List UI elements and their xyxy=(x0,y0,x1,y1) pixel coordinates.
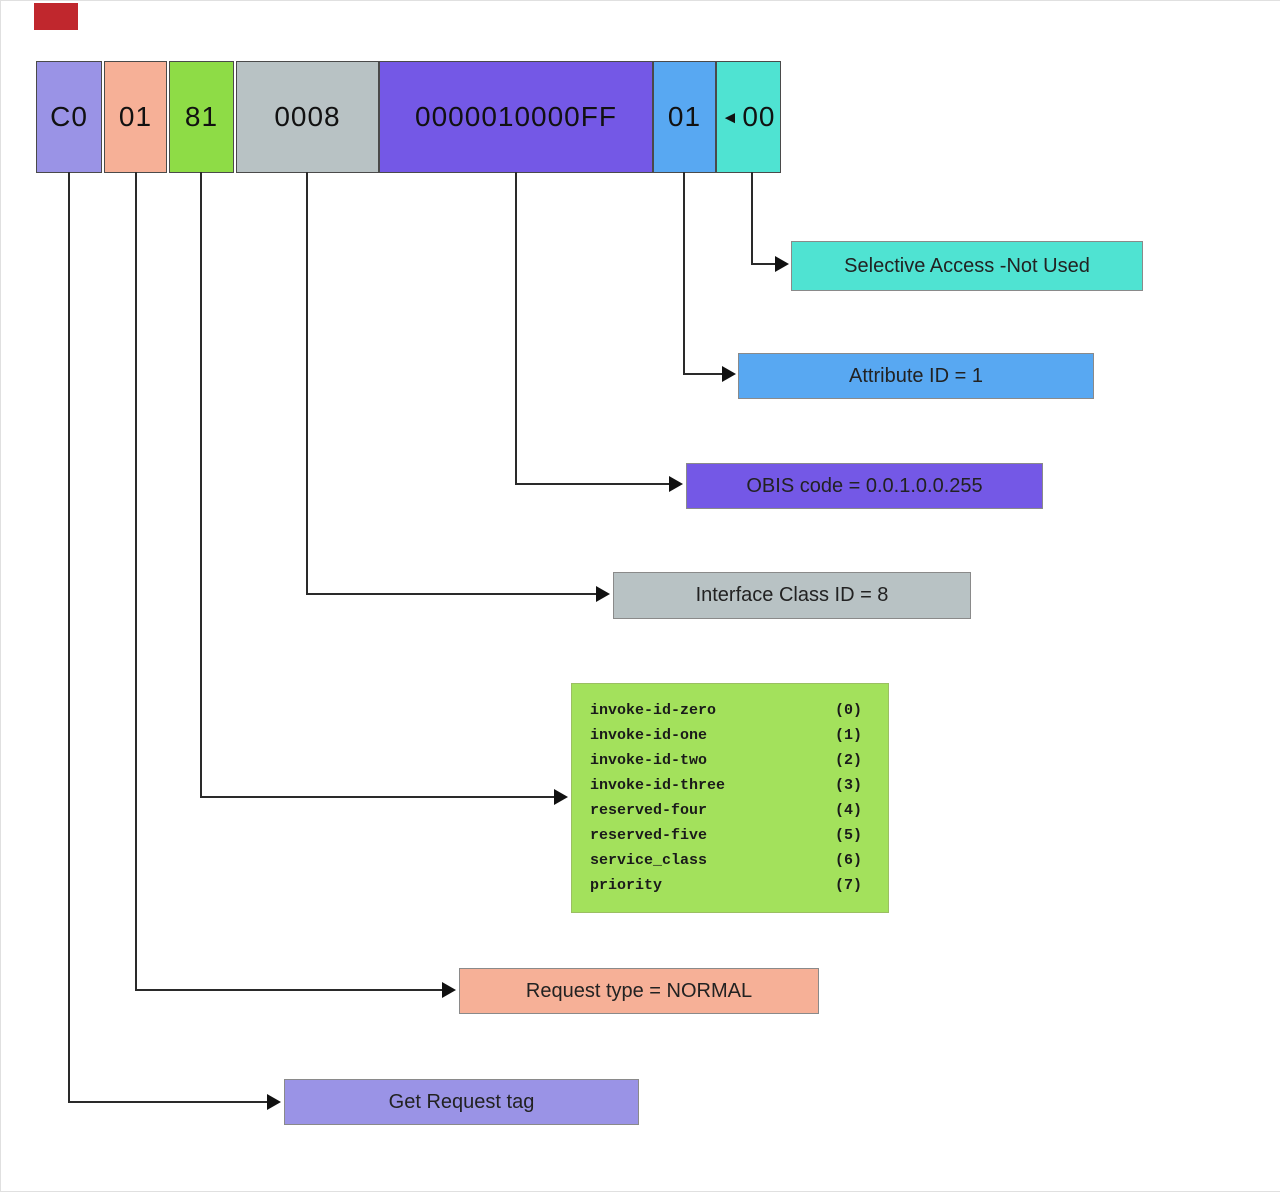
connector-selective-access-hline xyxy=(751,263,779,265)
byte-label: 00 xyxy=(742,101,776,132)
connector-selective-access-vline xyxy=(751,172,753,265)
arrow-left-icon: ◄ xyxy=(721,107,740,127)
arrow-right-icon xyxy=(442,982,456,998)
list-item: invoke-id-one (1) xyxy=(590,723,862,748)
flag-name: invoke-id-one xyxy=(590,727,708,744)
callout-selective-access: Selective Access -Not Used xyxy=(791,241,1143,291)
flag-name: invoke-id-three xyxy=(590,777,726,794)
byte-label: 0008 xyxy=(274,101,341,132)
byte-label: 0000010000FF xyxy=(415,101,617,132)
flag-name: reserved-four xyxy=(590,802,708,819)
connector-request-type-vline xyxy=(135,172,137,991)
arrow-right-icon xyxy=(554,789,568,805)
flag-value: (1) xyxy=(834,727,862,744)
flag-value: (6) xyxy=(834,852,862,869)
list-item: invoke-id-zero (0) xyxy=(590,698,862,723)
arrow-right-icon xyxy=(722,366,736,382)
arrow-right-icon xyxy=(267,1094,281,1110)
byte-label: 01 xyxy=(667,101,702,132)
byte-get-request-tag: C0 xyxy=(36,61,102,173)
byte-interface-class: 0008 xyxy=(236,61,379,173)
flag-value: (7) xyxy=(834,877,862,894)
connector-request-type-hline xyxy=(135,989,446,991)
list-item: invoke-id-two (2) xyxy=(590,748,862,773)
callout-label: Selective Access -Not Used xyxy=(844,254,1090,277)
arrow-right-icon xyxy=(669,476,683,492)
flag-value: (2) xyxy=(834,752,862,769)
flag-name: invoke-id-zero xyxy=(590,702,717,719)
flag-name: invoke-id-two xyxy=(590,752,708,769)
callout-interface-class: Interface Class ID = 8 xyxy=(613,572,971,619)
callout-attribute-id: Attribute ID = 1 xyxy=(738,353,1094,399)
connector-invoke-id-hline xyxy=(200,796,558,798)
flag-value: (0) xyxy=(834,702,862,719)
flag-value: (4) xyxy=(834,802,862,819)
callout-label: OBIS code = 0.0.1.0.0.255 xyxy=(746,474,983,497)
flag-value: (5) xyxy=(834,827,862,844)
callout-label: Attribute ID = 1 xyxy=(849,364,983,387)
list-item: invoke-id-three (3) xyxy=(590,773,862,798)
arrow-right-icon xyxy=(596,586,610,602)
connector-get-request-tag-hline xyxy=(68,1101,271,1103)
connector-attribute-id-hline xyxy=(683,373,725,375)
callout-obis-code: OBIS code = 0.0.1.0.0.255 xyxy=(686,463,1043,509)
arrow-right-icon xyxy=(775,256,789,272)
byte-selective-access: ◄ 00 xyxy=(716,61,781,173)
flag-value: (3) xyxy=(834,777,862,794)
list-item: reserved-four (4) xyxy=(590,798,862,823)
connector-invoke-id-vline xyxy=(200,172,202,798)
callout-label: Interface Class ID = 8 xyxy=(695,584,889,606)
connector-obis-code-vline xyxy=(515,172,517,485)
callout-get-request-tag: Get Request tag xyxy=(284,1079,639,1125)
callout-label: Get Request tag xyxy=(388,1090,535,1113)
connector-attribute-id-vline xyxy=(683,172,685,375)
flag-name: service_class xyxy=(590,852,708,869)
list-item: service_class (6) xyxy=(590,848,862,873)
byte-invoke-id: 81 xyxy=(169,61,234,173)
connector-interface-class-hline xyxy=(306,593,600,595)
list-item: priority (7) xyxy=(590,873,862,898)
connector-get-request-tag-vline xyxy=(68,172,70,1103)
list-item: reserved-five (5) xyxy=(590,823,862,848)
corner-artifact xyxy=(34,3,78,30)
flag-name: reserved-five xyxy=(590,827,708,844)
callout-request-type: Request type = NORMAL xyxy=(459,968,819,1014)
flag-name: priority xyxy=(590,877,663,894)
callout-label: Request type = NORMAL xyxy=(525,979,753,1002)
byte-label: 01 xyxy=(118,101,153,132)
connector-obis-code-hline xyxy=(515,483,673,485)
byte-attribute-id: 01 xyxy=(653,61,716,173)
byte-request-type: 01 xyxy=(104,61,167,173)
invoke-id-flag-list: invoke-id-zero (0) invoke-id-one (1) inv… xyxy=(571,683,889,913)
byte-label: 81 xyxy=(184,101,219,132)
byte-obis-code: 0000010000FF xyxy=(379,61,653,173)
connector-interface-class-vline xyxy=(306,172,308,595)
byte-label: C0 xyxy=(50,101,88,132)
